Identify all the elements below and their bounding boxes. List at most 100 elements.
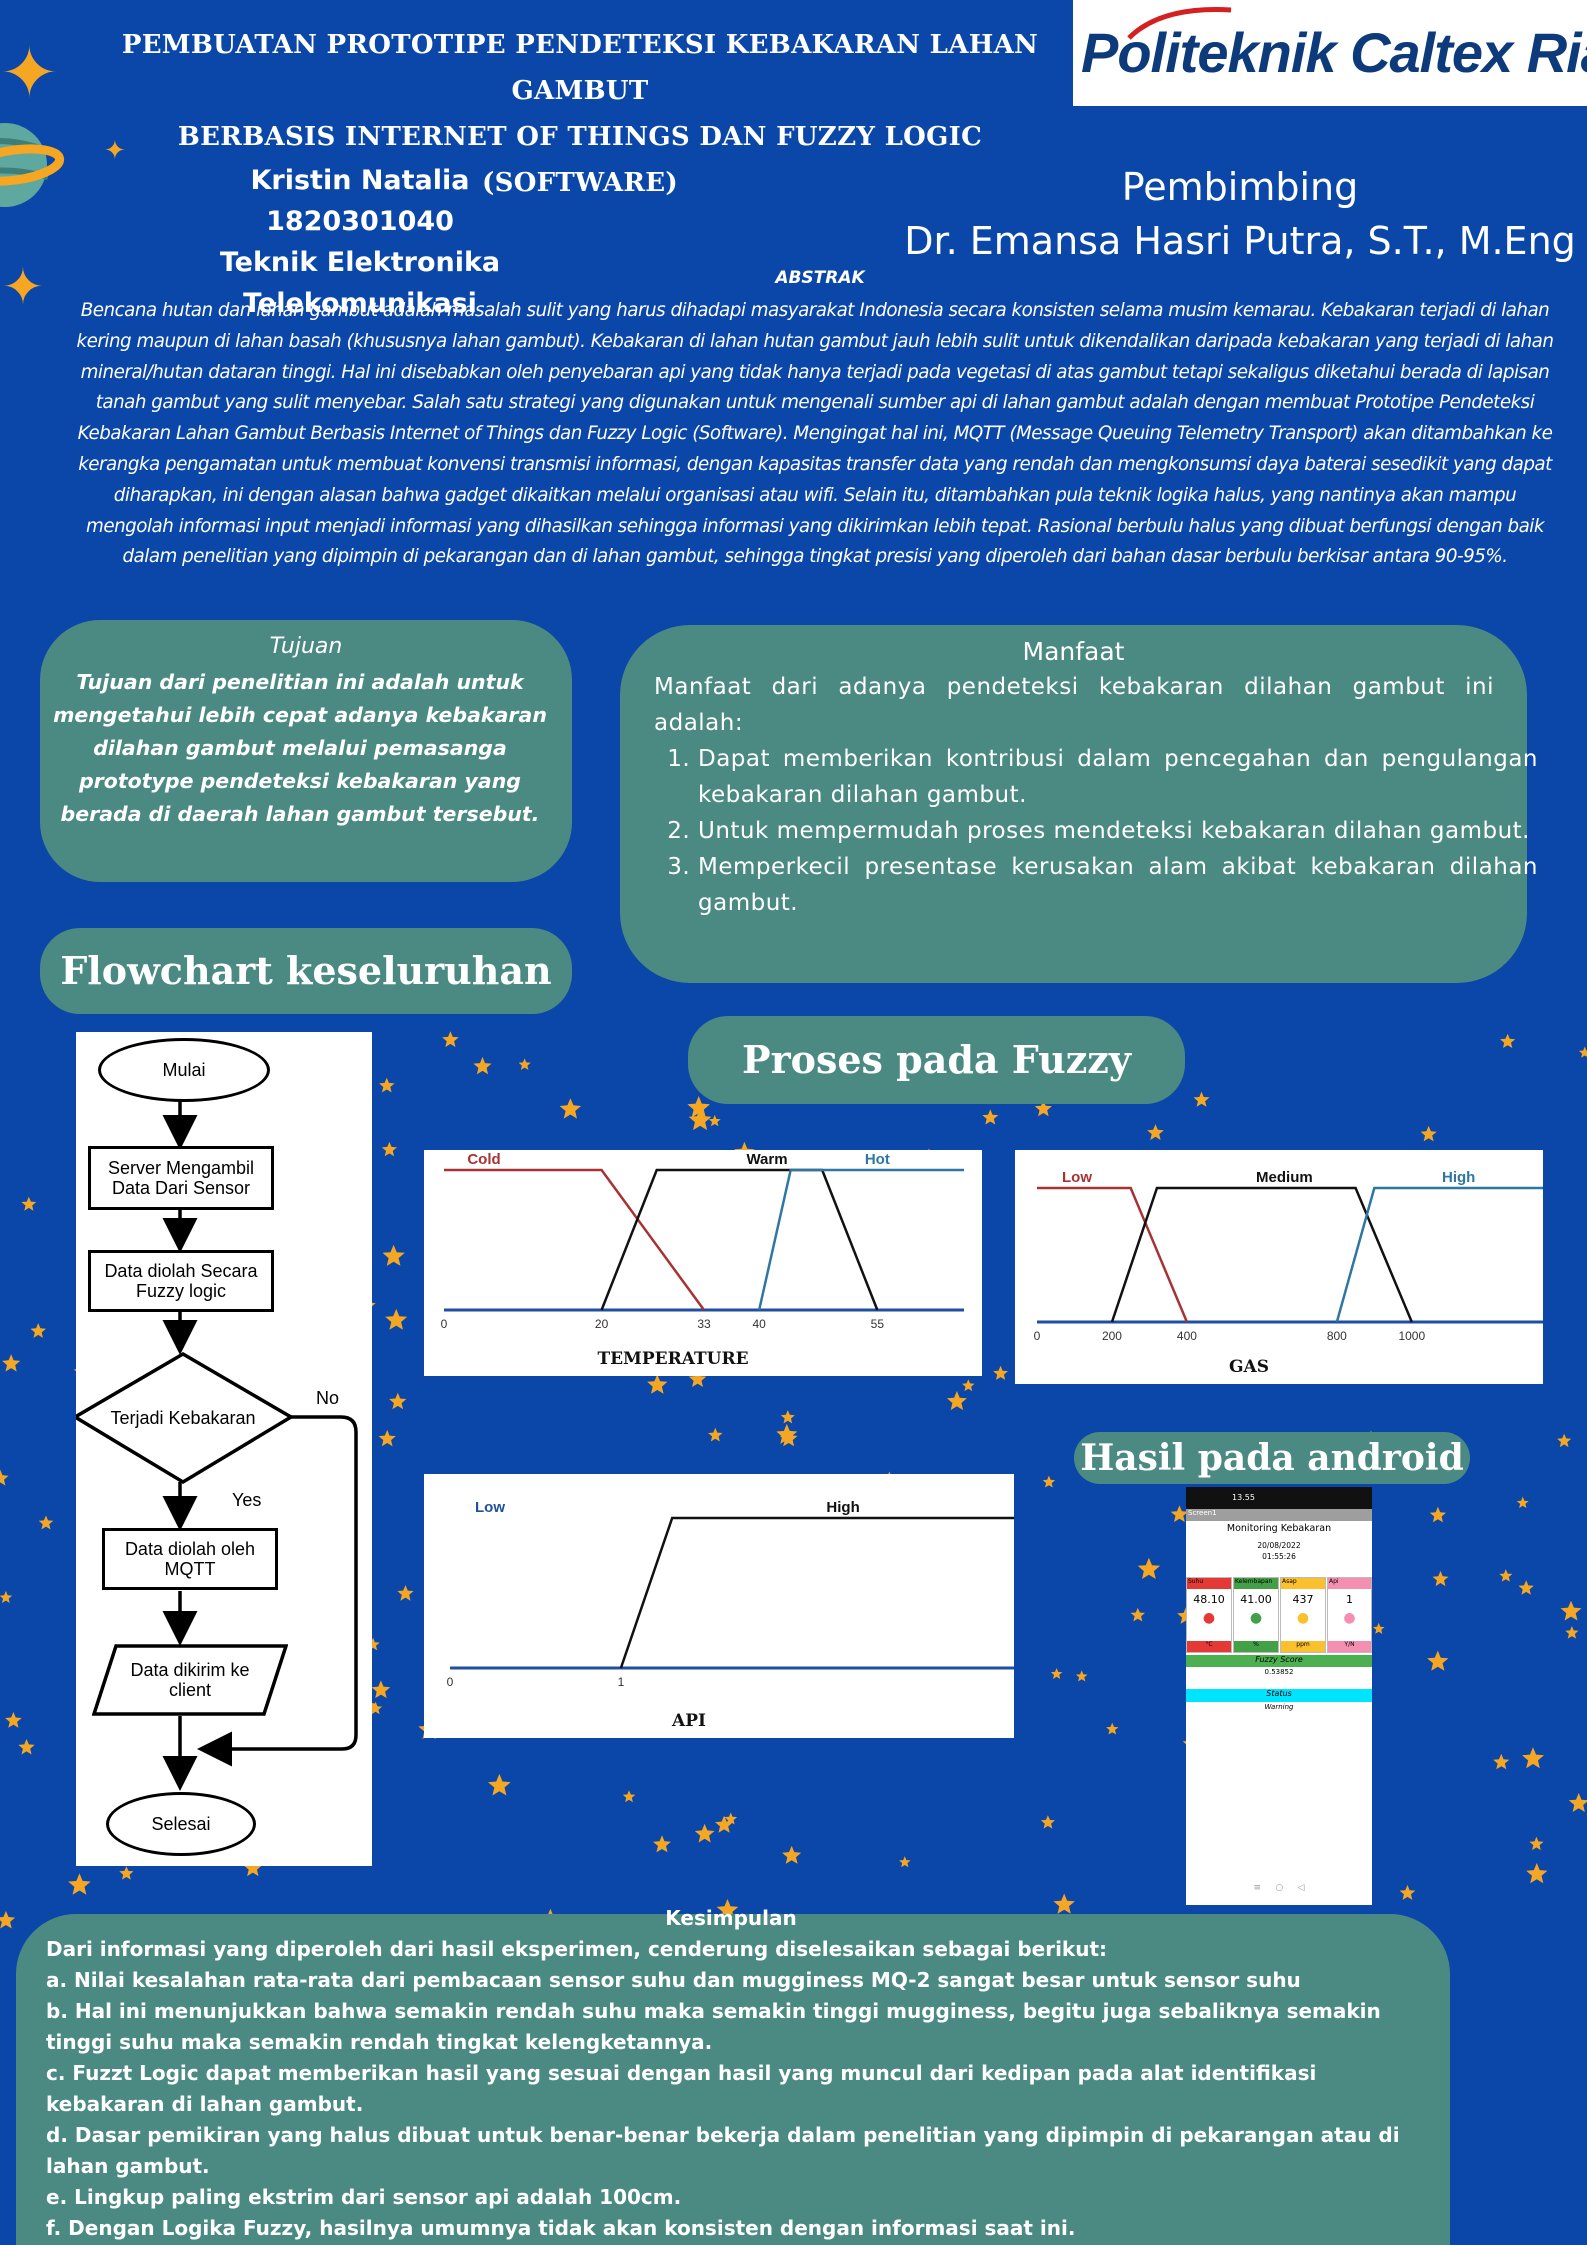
android-nav-bar: ≡ ○ ◁: [1253, 1883, 1305, 1893]
tick-label: 55: [871, 1317, 885, 1331]
star-icon: [653, 1835, 671, 1853]
flowchart-step-fetch: Server Mengambil Data Dari Sensor: [88, 1146, 274, 1210]
tick-label: 1000: [1398, 1329, 1425, 1343]
star-icon: [622, 1790, 636, 1803]
star-icon: [708, 1114, 721, 1127]
star-icon: [688, 1108, 712, 1131]
conclusion-heading: Kesimpulan: [665, 1906, 797, 1930]
sensor-icon: ●: [1202, 1610, 1216, 1626]
tick-label: 0: [441, 1317, 448, 1331]
star-decoration: ✦: [104, 136, 126, 166]
star-icon: [1522, 1747, 1544, 1769]
sensor-value: 48.10: [1193, 1593, 1225, 1606]
sensor-label: Kelembapan: [1234, 1578, 1278, 1589]
conclusion-panel: Kesimpulan Dari informasi yang diperoleh…: [16, 1906, 1450, 2245]
star-icon: [1193, 1091, 1210, 1107]
decision-diamond: [76, 1351, 295, 1485]
sensor-cell: Suhu 48.10 ● °C: [1186, 1577, 1232, 1653]
star-icon: [708, 1427, 723, 1442]
series-line: [600, 1168, 879, 1311]
list-item: b. Hal ini menunjukkan bahwa semakin ren…: [46, 1999, 1381, 2054]
star-icon: [724, 1812, 738, 1825]
tick-label: 33: [697, 1317, 711, 1331]
star-icon: [687, 1096, 710, 1118]
star-icon: [782, 1845, 802, 1864]
manfaat-intro: Manfaat dari adanya pendeteksi kebakaran…: [654, 674, 1494, 736]
poster-title: PEMBUATAN PROTOTIPE PENDETEKSI KEBAKARAN…: [90, 22, 1070, 206]
series-label: High: [1442, 1169, 1475, 1186]
tick-label: 1: [618, 1675, 625, 1689]
star-icon: [1427, 1650, 1449, 1671]
flowchart: Mulai Server Mengambil Data Dari Sensor …: [76, 1032, 372, 1866]
list-item: e. Lingkup paling ekstrim dari sensor ap…: [46, 2185, 682, 2209]
flowchart-heading: Flowchart keseluruhan: [40, 928, 572, 1014]
star-icon: [1075, 1670, 1088, 1682]
series-line: [1110, 1186, 1413, 1323]
logo-text: Politeknik Caltex Riau: [1081, 21, 1587, 84]
series-label: Warm: [746, 1151, 787, 1168]
star-icon: [1432, 1570, 1449, 1587]
list-item: a. Nilai kesalahan rata-rata dari pembac…: [46, 1968, 1301, 1992]
star-icon: [385, 1308, 408, 1330]
star-icon: [1399, 1884, 1416, 1900]
star-icon: [2, 1354, 21, 1372]
star-icon: [899, 1856, 911, 1868]
tick-label: 40: [752, 1317, 766, 1331]
sensor-value: 1: [1346, 1593, 1353, 1606]
star-icon: [1429, 1506, 1446, 1523]
planet-decoration: [0, 105, 80, 225]
sensor-icon: ●: [1296, 1610, 1310, 1626]
star-icon: [1518, 1580, 1534, 1595]
x-axis-label: TEMPERATURE: [597, 1349, 748, 1369]
series-label: Medium: [1256, 1169, 1313, 1186]
author-block: Kristin Natalia 1820301040 Teknik Elektr…: [110, 160, 610, 324]
tick-label: 0: [447, 1675, 454, 1689]
android-heading: Hasil pada android: [1074, 1432, 1470, 1484]
star-icon: [21, 1196, 37, 1211]
supervisor-name: Dr. Emansa Hasri Putra, S.T., M.Eng: [904, 219, 1576, 263]
tujuan-panel: Tujuan Tujuan dari penelitian ini adalah…: [40, 620, 572, 882]
author-program: Teknik Elektronika Telekomunikasi: [219, 247, 501, 319]
abstract-heading: ABSTRAK: [775, 268, 865, 288]
fuzzy-score-bar: Fuzzy Score: [1186, 1655, 1372, 1667]
sensor-icon: ●: [1249, 1610, 1263, 1626]
manfaat-list: Dapat memberikan kontribusi dalam penceg…: [654, 741, 1538, 921]
title-line-1: PEMBUATAN PROTOTIPE PENDETEKSI KEBAKARAN…: [121, 30, 1039, 106]
author-nim: 1820301040: [266, 206, 454, 237]
android-status-bar: 13.55: [1186, 1487, 1372, 1509]
star-icon: [473, 1056, 492, 1075]
tick-label: 200: [1102, 1329, 1122, 1343]
series-label: Cold: [467, 1151, 500, 1168]
tick-label: 400: [1177, 1329, 1197, 1343]
star-icon: [379, 1077, 395, 1093]
sensor-label: Suhu: [1187, 1578, 1231, 1589]
sensor-value: 437: [1292, 1593, 1314, 1606]
star-icon: [0, 1591, 13, 1603]
star-icon: [1557, 1433, 1572, 1448]
star-icon: [962, 1379, 975, 1392]
flowchart-io-label: Data dikirim ke client: [130, 1660, 250, 1700]
android-screenshot: 13.55 Screen1 Monitoring Kebakaran 20/08…: [1186, 1487, 1372, 1905]
flowchart-no-label: No: [316, 1388, 340, 1408]
star-icon: [38, 1515, 54, 1530]
series-label: Hot: [865, 1151, 890, 1168]
flowchart-step-mqtt: Data diolah oleh MQTT: [102, 1528, 278, 1590]
sensor-icon: ●: [1343, 1610, 1356, 1626]
star-icon: [1499, 1569, 1513, 1582]
sensor-unit: °C: [1187, 1641, 1231, 1652]
star-icon: [1040, 1815, 1055, 1829]
star-icon: [1565, 1626, 1579, 1639]
star-icon: [30, 1323, 46, 1338]
star-icon: [1050, 1668, 1063, 1679]
series-line: [1335, 1186, 1543, 1323]
abstract-text: Bencana hutan dan lahan gambut adalah ma…: [76, 300, 1554, 568]
star-decoration: ✦: [2, 258, 44, 316]
flowchart-start: Mulai: [98, 1038, 270, 1102]
series-label: High: [826, 1499, 859, 1516]
star-icon: [1578, 1046, 1587, 1058]
